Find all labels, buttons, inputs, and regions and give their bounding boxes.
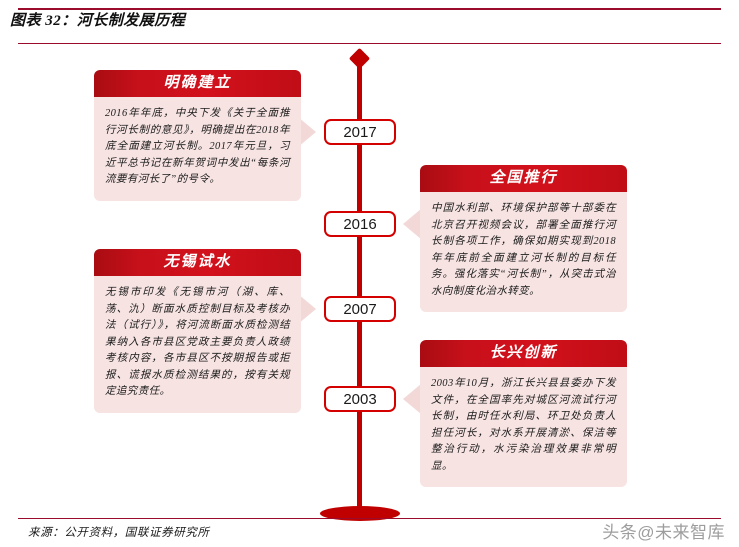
card-pointer-arrow-icon — [298, 117, 316, 147]
event-card-wuxi-shishui: 无锡试水 无锡市印发《无锡市河（湖、库、荡、氿）断面水质控制目标及考核办法（试行… — [94, 249, 301, 413]
page-title: 图表 32：河长制发展历程 — [10, 13, 186, 29]
event-card-body: 中国水利部、环境保护部等十部委在北京召开视频会议，部署全面推行河长制各项工作，确… — [420, 192, 627, 312]
event-card-title: 明确建立 — [94, 70, 301, 97]
event-card-body: 无锡市印发《无锡市河（湖、库、荡、氿）断面水质控制目标及考核办法（试行）》，将河… — [94, 276, 301, 413]
timeline-year-2016[interactable]: 2016 — [324, 211, 396, 237]
footer-divider — [18, 518, 721, 519]
watermark: 头条@未来智库 — [602, 523, 725, 542]
card-pointer-arrow-icon — [403, 384, 421, 414]
timeline-spine — [357, 60, 362, 515]
timeline-year-2017[interactable]: 2017 — [324, 119, 396, 145]
figure-header-rule — [18, 8, 721, 44]
event-card-body: 2016年年底，中央下发《关于全面推行河长制的意见》，明确提出在2018年底全面… — [94, 97, 301, 201]
timeline-base-ellipse — [320, 506, 400, 521]
timeline-year-2003[interactable]: 2003 — [324, 386, 396, 412]
card-pointer-arrow-icon — [403, 209, 421, 239]
card-pointer-arrow-icon — [298, 294, 316, 324]
event-card-quanguo-tuixing: 全国推行 中国水利部、环境保护部等十部委在北京召开视频会议，部署全面推行河长制各… — [420, 165, 627, 312]
event-card-title: 全国推行 — [420, 165, 627, 192]
event-card-mingque-jianli: 明确建立 2016年年底，中央下发《关于全面推行河长制的意见》，明确提出在201… — [94, 70, 301, 201]
event-card-body: 2003年10月，浙江长兴县县委办下发文件，在全国率先对城区河流试行河长制，由时… — [420, 367, 627, 487]
timeline-year-2007[interactable]: 2007 — [324, 296, 396, 322]
event-card-title: 无锡试水 — [94, 249, 301, 276]
event-card-changxing-chuangxin: 长兴创新 2003年10月，浙江长兴县县委办下发文件，在全国率先对城区河流试行河… — [420, 340, 627, 487]
event-card-title: 长兴创新 — [420, 340, 627, 367]
source-note: 来源：公开资料，国联证券研究所 — [28, 527, 210, 539]
